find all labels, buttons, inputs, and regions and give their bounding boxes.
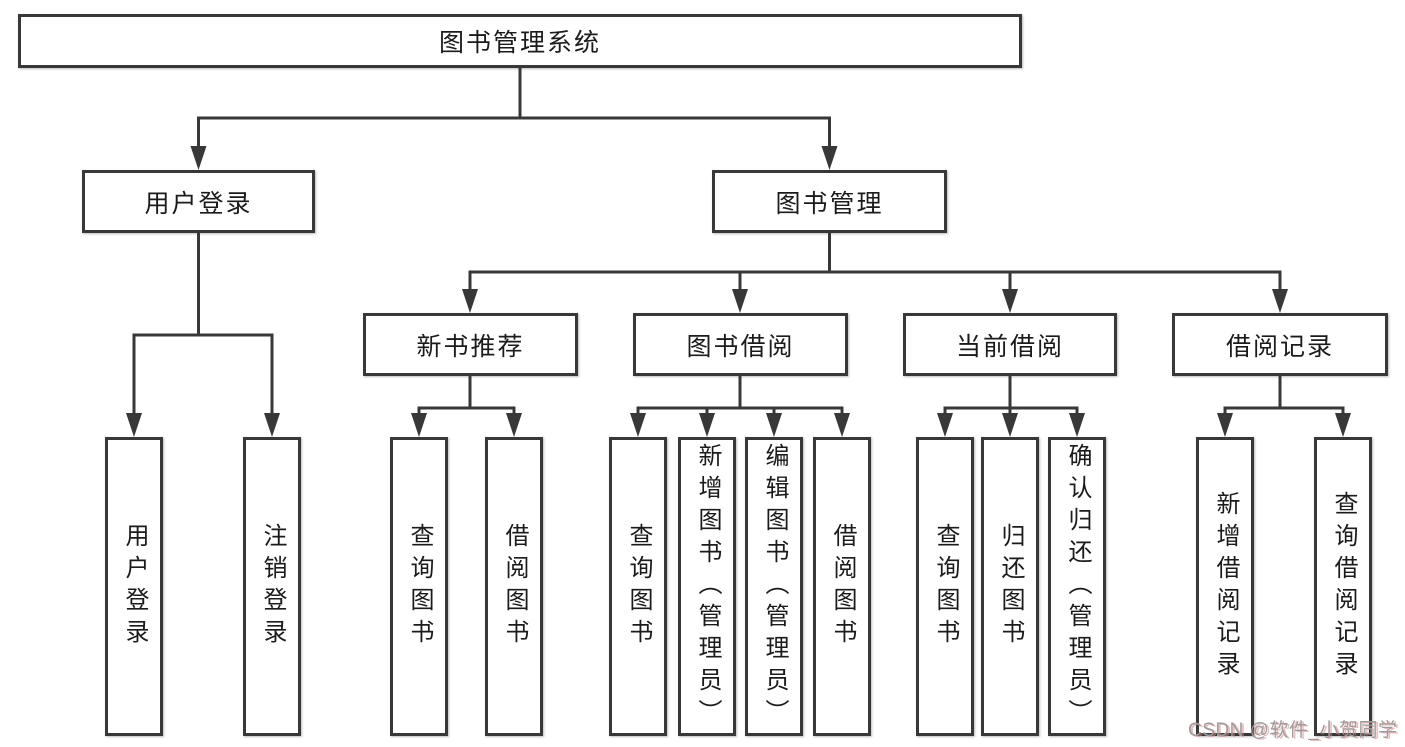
leaf-current-query-label: 查询图书	[932, 522, 959, 651]
leaf-borrow-add: 新增图书（管理员）	[678, 437, 736, 736]
node-book-borrow: 图书借阅	[633, 313, 848, 376]
leaf-borrow-edit: 编辑图书（管理员）	[745, 437, 803, 736]
node-current-borrow: 当前借阅	[903, 313, 1117, 376]
arrowheads	[126, 146, 1351, 437]
arrow-head	[699, 413, 715, 437]
arrow-head	[462, 289, 478, 313]
arrow-head	[411, 413, 427, 437]
arrow-head	[126, 413, 142, 437]
node-book-management: 图书管理	[712, 170, 947, 233]
arrow-head	[1002, 289, 1018, 313]
node-borrow-record: 借阅记录	[1172, 313, 1388, 376]
arrow-head	[821, 146, 838, 170]
csdn-watermark: CSDN @软件_小贺同学	[1188, 720, 1398, 741]
leaf-borrow-add-label: 新增图书（管理员）	[694, 442, 721, 731]
arrow-head	[1272, 289, 1288, 313]
node-root: 图书管理系统	[18, 14, 1022, 68]
leaf-current-confirm: 确认归还（管理员）	[1048, 437, 1106, 736]
node-borrow-record-label: 借阅记录	[1225, 332, 1334, 361]
leaf-logout: 注销登录	[243, 437, 301, 736]
arrow-head	[264, 413, 280, 437]
leaf-newbook-borrow: 借阅图书	[485, 437, 543, 736]
leaf-record-add-label: 新增借阅记录	[1212, 490, 1239, 683]
leaf-logout-label: 注销登录	[259, 522, 286, 651]
node-new-book-recommend-label: 新书推荐	[416, 332, 525, 361]
connector-user-login-to-leaves	[132, 233, 274, 417]
leaf-borrow-query: 查询图书	[609, 437, 667, 736]
connector-book-borrow-to-leaves	[636, 376, 844, 417]
node-user-login: 用户登录	[82, 170, 315, 233]
leaf-user-login: 用户登录	[105, 437, 163, 736]
leaf-borrow-edit-label: 编辑图书（管理员）	[761, 442, 788, 731]
leaf-current-return: 归还图书	[981, 437, 1039, 736]
node-root-label: 图书管理系统	[438, 29, 601, 57]
arrow-head	[732, 289, 748, 313]
leaf-record-query-label: 查询借阅记录	[1330, 490, 1357, 683]
leaf-newbook-query-label: 查询图书	[406, 522, 433, 651]
arrow-head	[1217, 413, 1233, 437]
connector-borrow-record-to-leaves	[1223, 376, 1345, 417]
arrow-head	[190, 146, 207, 170]
arrow-head	[1335, 413, 1351, 437]
node-new-book-recommend: 新书推荐	[363, 313, 578, 376]
leaf-borrow-book: 借阅图书	[813, 437, 871, 736]
node-current-borrow-label: 当前借阅	[955, 332, 1064, 361]
arrow-head	[630, 413, 646, 437]
leaf-record-add: 新增借阅记录	[1196, 437, 1254, 736]
leaf-current-query: 查询图书	[916, 437, 974, 736]
node-book-borrow-label: 图书借阅	[686, 332, 795, 361]
arrow-head	[1002, 413, 1018, 437]
leaf-borrow-query-label: 查询图书	[625, 522, 652, 651]
leaf-current-return-label: 归还图书	[997, 522, 1024, 651]
connector-book-management-to-level3	[468, 232, 1282, 297]
node-book-management-label: 图书管理	[775, 189, 884, 218]
connector-current-borrow-to-leaves	[943, 376, 1079, 417]
leaf-newbook-query: 查询图书	[390, 437, 448, 736]
connector-new-book-to-leaves	[417, 376, 516, 417]
arrow-head	[834, 413, 850, 437]
arrow-head	[937, 413, 953, 437]
arrow-head	[1069, 413, 1085, 437]
leaf-record-query: 查询借阅记录	[1314, 437, 1372, 736]
connector-root-to-level2	[197, 68, 831, 150]
leaf-user-login-label: 用户登录	[121, 522, 148, 651]
leaf-current-confirm-label: 确认归还（管理员）	[1064, 442, 1091, 731]
leaf-borrow-book-label: 借阅图书	[829, 522, 856, 651]
arrow-head	[506, 413, 522, 437]
node-user-login-label: 用户登录	[144, 189, 253, 218]
leaf-newbook-borrow-label: 借阅图书	[501, 522, 528, 651]
arrow-head	[766, 413, 782, 437]
